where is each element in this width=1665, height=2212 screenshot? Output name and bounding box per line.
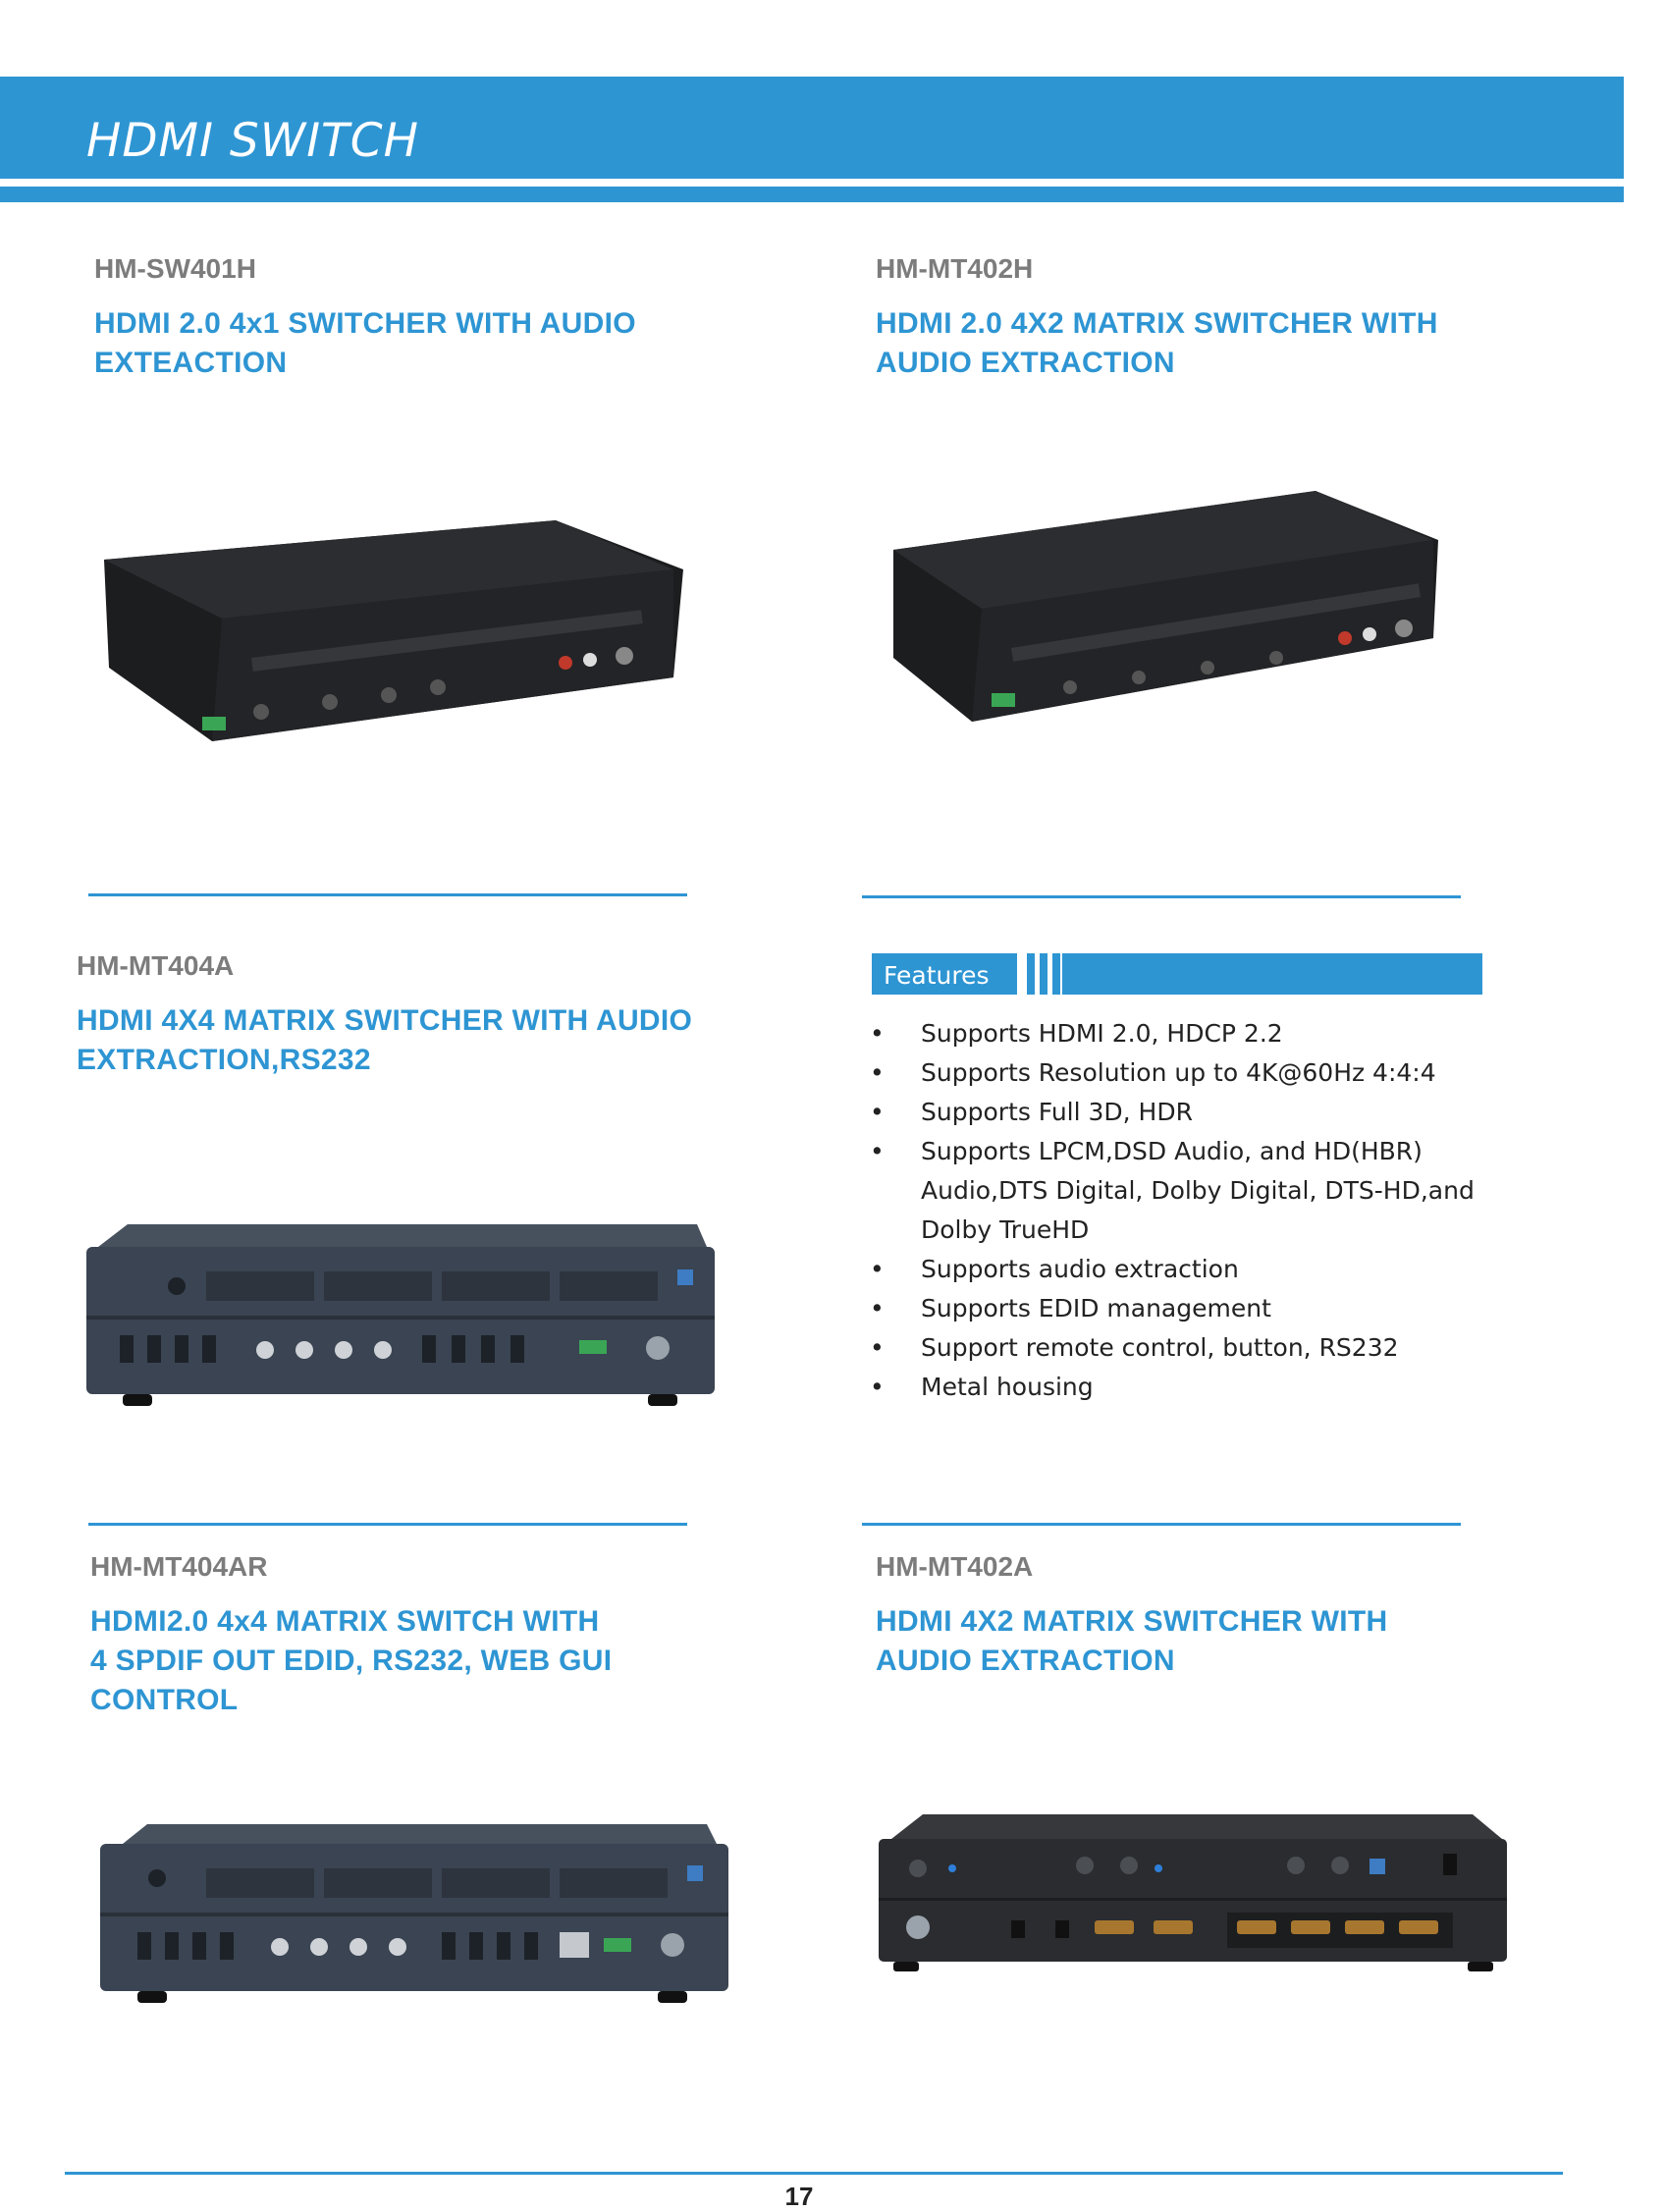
section-divider (862, 895, 1461, 898)
page-title: HDMI SWITCH (86, 114, 419, 168)
feature-item: Supports HDMI 2.0, HDCP 2.2 (870, 1014, 1498, 1053)
features-bar (1062, 953, 1482, 995)
feature-list: Supports HDMI 2.0, HDCP 2.2 Supports Res… (870, 1014, 1498, 1407)
product-model: HM-MT404AR (90, 1551, 268, 1582)
product-model: HM-MT404A (77, 950, 235, 981)
features-label-box (872, 953, 1017, 995)
product-title-line: HDMI 2.0 4X2 MATRIX SWITCHER WITH (876, 307, 1438, 340)
product-model: HM-SW401H (94, 253, 256, 284)
product-title: HDMI 2.0 4x1 SWITCHER WITH AUDIO EXTEACT… (94, 304, 636, 383)
product-title-line: HDMI2.0 4x4 MATRIX SWITCH WITH (90, 1605, 600, 1638)
product-title-line: AUDIO EXTRACTION (876, 347, 1175, 379)
product-image-hm-sw401h (104, 520, 683, 741)
product-image-hm-mt404ar (79, 1746, 736, 2045)
product-title-line: EXTEACTION (94, 347, 288, 379)
feature-item: Supports audio extraction (870, 1250, 1498, 1289)
feature-item: Supports EDID management (870, 1289, 1498, 1328)
product-title: HDMI 2.0 4X2 MATRIX SWITCHER WITH AUDIO … (876, 304, 1438, 383)
product-title-line: EXTRACTION,RS232 (77, 1044, 371, 1076)
product-image-hm-mt402h (893, 491, 1438, 722)
feature-item: Supports LPCM,DSD Audio, and HD(HBR) Aud… (870, 1132, 1498, 1250)
product-image-hm-mt402a (879, 1814, 1507, 1971)
features-label: Features (884, 961, 990, 990)
header-rule (0, 187, 1624, 202)
features-stripe (1040, 953, 1047, 995)
features-stripe (1052, 953, 1060, 995)
product-title-line: CONTROL (90, 1684, 239, 1716)
product-title-line: 4 SPDIF OUT EDID, RS232, WEB GUI (90, 1645, 613, 1677)
features-stripe (1027, 953, 1035, 995)
product-title: HDMI2.0 4x4 MATRIX SWITCH WITH 4 SPDIF O… (90, 1602, 612, 1720)
product-title: HDMI 4X2 MATRIX SWITCHER WITH AUDIO EXTR… (876, 1602, 1387, 1681)
page-number: 17 (784, 2182, 814, 2211)
product-image-hm-mt404a (69, 1144, 717, 1448)
product-title: HDMI 4X4 MATRIX SWITCHER WITH AUDIO EXTR… (77, 1001, 692, 1080)
section-divider (88, 1523, 687, 1526)
product-title-line: HDMI 2.0 4x1 SWITCHER WITH AUDIO (94, 307, 636, 340)
section-divider (862, 1523, 1461, 1526)
product-model: HM-MT402A (876, 1551, 1034, 1582)
product-model: HM-MT402H (876, 253, 1034, 284)
section-divider (88, 893, 687, 896)
feature-item: Supports Full 3D, HDR (870, 1093, 1498, 1132)
footer-rule (65, 2172, 1563, 2175)
product-title-line: HDMI 4X2 MATRIX SWITCHER WITH (876, 1605, 1388, 1638)
feature-item: Support remote control, button, RS232 (870, 1328, 1498, 1368)
product-title-line: HDMI 4X4 MATRIX SWITCHER WITH AUDIO (77, 1004, 693, 1037)
feature-item: Supports Resolution up to 4K@60Hz 4:4:4 (870, 1053, 1498, 1093)
feature-item: Metal housing (870, 1368, 1498, 1407)
header-banner (0, 77, 1624, 179)
product-title-line: AUDIO EXTRACTION (876, 1645, 1175, 1677)
